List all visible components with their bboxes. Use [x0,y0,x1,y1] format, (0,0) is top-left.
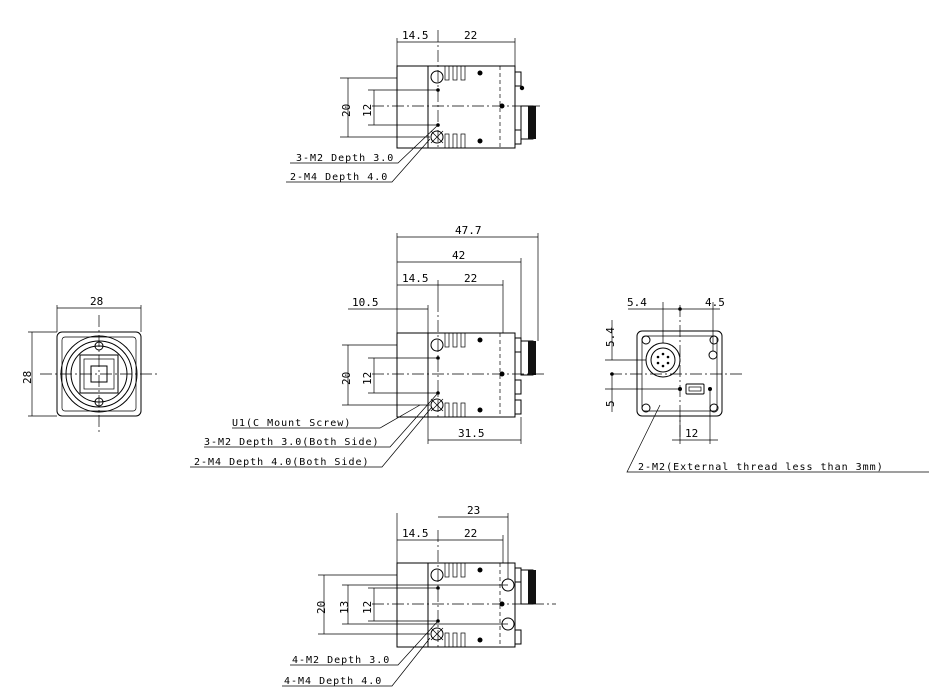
bottom-note-m4: 4-M4 Depth 4.0 [284,676,382,687]
side-dim-20: 20 [340,372,353,385]
side-view: 47.7 42 14.5 22 10.5 20 12 31.5 U1(C Mou… [190,224,545,468]
rear-dim-12: 12 [685,427,698,440]
side-note-u1: U1(C Mount Screw) [232,418,351,429]
side-dim-31-5: 31.5 [458,427,485,440]
bottom-dim-14-5: 14.5 [402,527,429,540]
front-dim-28-v: 28 [21,371,34,384]
side-dim-12: 12 [361,372,374,385]
side-dim-14-5: 14.5 [402,272,429,285]
bottom-view: 23 14.5 22 20 13 12 4-M2 Depth 3.0 4-M4 … [282,504,556,687]
top-dim-14-5: 14.5 [402,29,429,42]
side-dim-42: 42 [452,249,465,262]
top-dim-12: 12 [361,104,374,117]
side-note-m2: 3-M2 Depth 3.0(Both Side) [204,437,380,448]
side-note-m4: 2-M4 Depth 4.0(Both Side) [194,457,370,468]
side-dim-10-5: 10.5 [352,296,379,309]
top-dim-22: 22 [464,29,477,42]
top-note-m2: 3-M2 Depth 3.0 [296,153,394,164]
rear-dim-5: 5 [604,400,617,407]
bottom-dim-23: 23 [467,504,480,517]
rear-dim-4-5: 4.5 [705,296,725,309]
bottom-dim-12: 12 [361,601,374,614]
bottom-dim-20: 20 [315,601,328,614]
top-dim-20: 20 [340,104,353,117]
rear-view: 5.4 4.5 5.4 5 12 2-M2(External thread le… [604,296,929,473]
bottom-note-m2: 4-M2 Depth 3.0 [292,655,390,666]
top-view: 14.5 22 20 12 3-M2 Depth 3.0 2-M4 Depth … [286,29,540,183]
rear-dim-5-4-h: 5.4 [627,296,647,309]
front-view: 28 28 [21,295,158,432]
bottom-dim-13: 13 [338,601,351,614]
top-note-m4: 2-M4 Depth 4.0 [290,172,388,183]
bottom-dim-22: 22 [464,527,477,540]
rear-note-m2: 2-M2(External thread less than 3mm) [638,462,884,473]
front-dim-28-h: 28 [90,295,103,308]
side-dim-47-7: 47.7 [455,224,482,237]
rear-dim-5-4-v: 5.4 [604,327,617,347]
side-dim-22: 22 [464,272,477,285]
